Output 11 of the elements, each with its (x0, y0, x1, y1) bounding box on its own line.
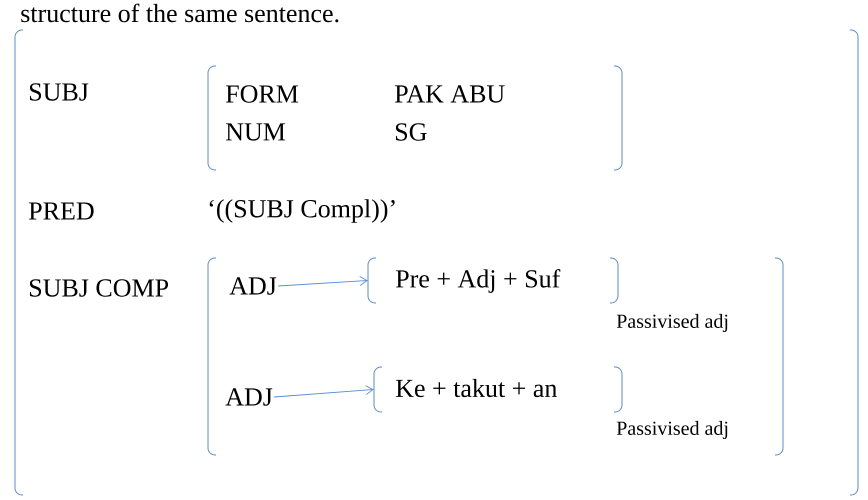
caption-text: structure of the same sentence. (21, 4, 338, 22)
bracket-matrix (208, 258, 784, 456)
arrow (278, 276, 368, 286)
note-label: Passivised adj (616, 420, 728, 440)
arrow (274, 385, 374, 398)
bracket-box: Ke + takut + an (374, 366, 622, 412)
bracket-matrix: FORM PAK ABU NUM SG (208, 66, 622, 170)
category-label: ADJ (225, 388, 272, 406)
category-label: ADJ (229, 277, 276, 295)
bracket-box: Pre + Adj + Suf (368, 258, 618, 304)
note-label: Passivised adj (616, 314, 728, 332)
